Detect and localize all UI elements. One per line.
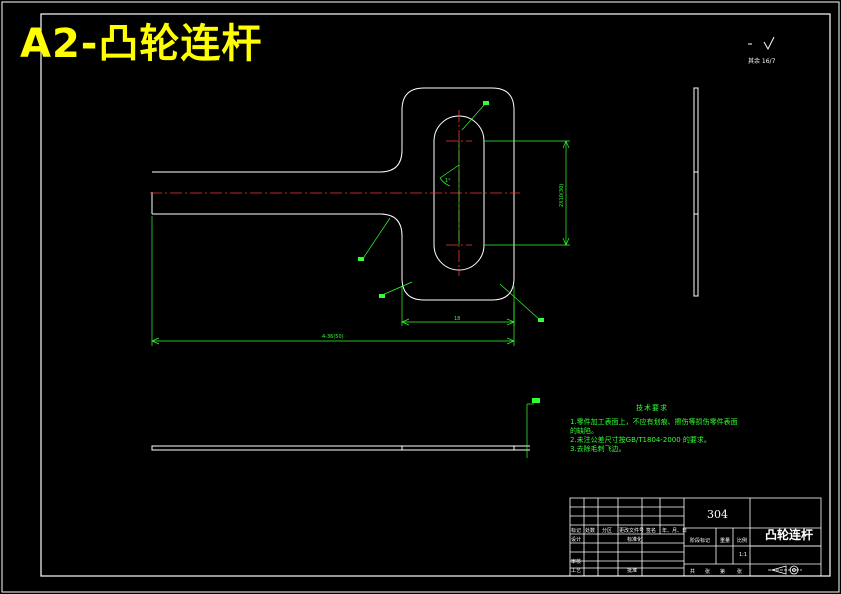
roughness-note: 其余 16/7	[748, 57, 776, 65]
part-name: 凸轮连杆	[765, 528, 814, 542]
dim-overall-length-label: 4-36(50)	[322, 334, 344, 340]
part-outline	[152, 87, 515, 301]
tech-requirement-line: 3.去除毛刺飞边。	[570, 445, 626, 453]
radius-leaders	[361, 103, 541, 321]
tb-label-review: 审核	[571, 559, 582, 565]
tb-label-stage: 阶段标记	[690, 538, 711, 544]
radius-tags	[358, 101, 544, 322]
tb-sheet-index: 第	[720, 569, 726, 575]
dim-overall-length	[151, 216, 515, 346]
dim-slot-height	[484, 140, 570, 246]
tb-sheet-unit-1: 张	[705, 569, 711, 575]
drawing-title: A2-凸轮连杆	[20, 21, 263, 67]
tb-label-scale: 比例	[737, 538, 748, 544]
tb-label-weight: 重量	[720, 538, 731, 544]
bottom-view	[151, 445, 530, 451]
tb-label-approve: 批准	[627, 568, 638, 574]
tb-sheet-total: 共	[690, 569, 696, 575]
tech-requirement-line: 2.未注公差尺寸按GB/T1804-2000 的要求。	[570, 436, 711, 444]
tech-requirements-heading: 技术要求	[636, 404, 668, 412]
side-view	[693, 87, 699, 297]
dim-angle	[439, 164, 460, 187]
tech-requirement-line: 的缺陷。	[570, 427, 598, 435]
dim-angle-label: 1°	[445, 178, 451, 184]
tb-scale-value: 1:1	[739, 552, 748, 558]
tb-label-signature: 签名	[646, 528, 657, 534]
tb-label-zone: 分区	[602, 528, 613, 534]
tb-label-design: 设计	[571, 537, 582, 543]
dim-thickness	[526, 403, 534, 458]
tb-label-date: 年、月、日	[662, 528, 688, 534]
dim-slot-height-label: 2X10(30)	[559, 184, 565, 207]
title-block	[569, 497, 822, 577]
tb-label-process: 工艺	[571, 568, 582, 574]
dim-thickness-tag	[532, 398, 540, 403]
tb-sheet-unit-2: 张	[737, 569, 743, 575]
projection-symbol	[768, 565, 802, 575]
tb-label-change-doc: 更改文件号	[619, 528, 645, 534]
inner-frame	[40, 13, 831, 577]
tb-label-mark: 标记	[571, 528, 582, 534]
roughness-symbol	[748, 36, 775, 51]
tech-requirement-line: 1.零件加工表面上，不应有划痕、擦伤等损伤零件表面	[570, 418, 738, 426]
center-lines	[150, 110, 520, 276]
tb-label-standardization: 标准化	[627, 537, 643, 543]
dim-bottom-width-label: 18	[454, 316, 460, 322]
tb-label-count: 处数	[585, 528, 596, 534]
material-label: 304	[707, 508, 728, 521]
